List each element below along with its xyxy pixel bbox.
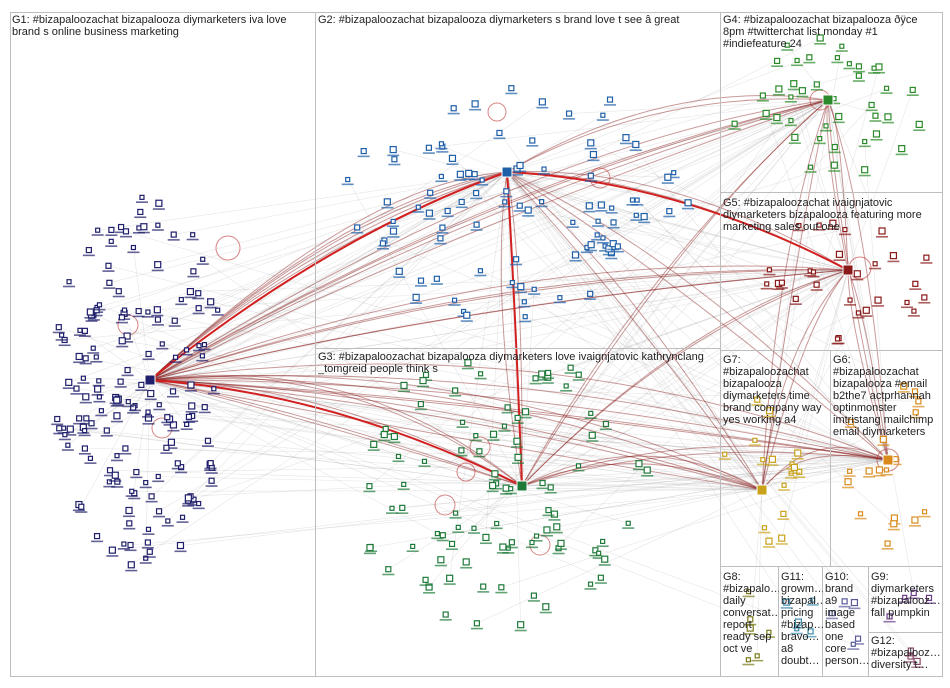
group-box-layer xyxy=(10,12,943,677)
group-label-g3: G3: #bizapaloozachat bizapalooza diymark… xyxy=(318,351,704,375)
group-label-g12: G12: #bizapalooz… diversity t… xyxy=(871,635,941,671)
group-label-g7: G7: #bizapaloozachat bizapalooza diymark… xyxy=(723,354,822,426)
group-label-g6: G6: #bizapaloozachat bizapalooza #email … xyxy=(833,354,934,438)
group-label-g8: G8: #bizapalo… daily conversat… report r… xyxy=(723,571,779,655)
group-label-g5: G5: #bizapaloozachat ivaignjatovic diyma… xyxy=(723,197,922,233)
group-label-g1: G1: #bizapaloozachat bizapalooza diymark… xyxy=(12,14,287,38)
node-layer xyxy=(51,34,935,669)
group-label-g9: G9: diymarketers #bizapalooz… fall pumpk… xyxy=(871,571,941,619)
group-label-g4: G4: #bizapaloozachat bizapalooza ðÿce 8p… xyxy=(723,14,918,50)
group-box-g11 xyxy=(778,566,823,677)
group-label-g2: G2: #bizapaloozachat bizapalooza diymark… xyxy=(318,14,680,26)
group-box-g12 xyxy=(868,632,943,677)
group-label-g10: G10: brand a9 image based one core perso… xyxy=(825,571,869,667)
group-label-g11: G11: growm… bizapal… pricing #bizap… bra… xyxy=(781,571,823,667)
